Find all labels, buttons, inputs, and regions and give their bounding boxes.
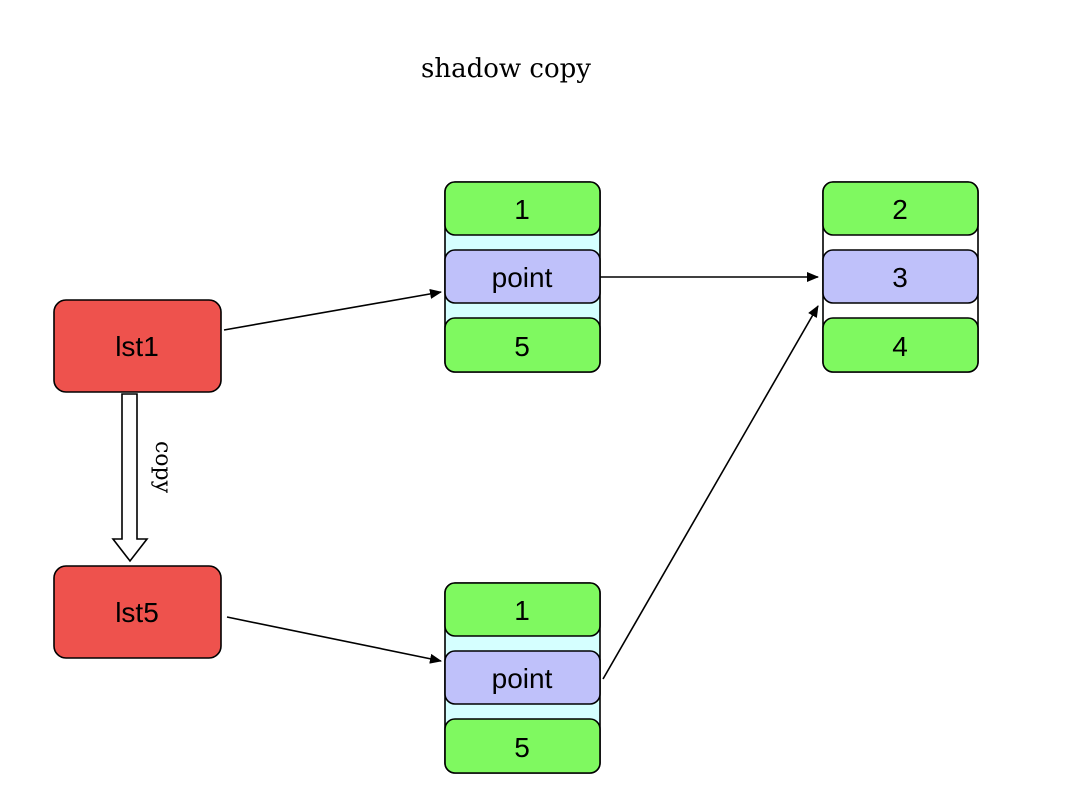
variable-lst1-box: [53, 299, 222, 393]
inner-list-cell-label: 3: [892, 262, 908, 293]
outer-list-b-cell-value: [444, 718, 601, 774]
variable-lst5-box: [53, 565, 222, 659]
outer-list-a: 1 point 5: [444, 181, 601, 373]
inner-list-cell-highlight: [822, 249, 979, 304]
outer-list-b-cell-label: point: [492, 663, 553, 694]
copy-arrow: [111, 393, 149, 563]
outer-list-a-cell-value: [444, 181, 601, 236]
inner-list-cell-value: [822, 317, 979, 373]
outer-list-b-cell-label: 5: [514, 732, 530, 763]
outer-list-b-cell-value: [444, 582, 601, 637]
outer-list-a-cell-value: [444, 317, 601, 373]
copy-label: copy: [150, 441, 175, 494]
variable-lst1-label: lst1: [115, 331, 159, 362]
variable-lst5: lst5: [53, 565, 222, 659]
outer-list-b-cell-label: 1: [514, 595, 530, 626]
variable-lst5-label: lst5: [115, 597, 159, 628]
outer-list-a-cell-pointer: [444, 249, 601, 304]
inner-list: 2 3 4: [822, 181, 979, 373]
outer-list-b-cell-pointer: [444, 650, 601, 705]
outer-list-a-cell-label: 1: [514, 194, 530, 225]
outer-list-b: 1 point 5: [444, 582, 601, 774]
inner-list-cell-label: 2: [892, 194, 908, 225]
inner-list-cell-value: [822, 181, 979, 236]
edge-lst5-to-list-b: [226, 616, 442, 664]
edges: copy: [111, 272, 819, 680]
outer-list-a-cell-label: point: [492, 262, 553, 293]
variable-lst1: lst1: [53, 299, 222, 393]
inner-list-cell-label: 4: [892, 331, 908, 362]
diagram-title: shadow copy: [421, 54, 591, 84]
outer-list-a-cell-label: 5: [514, 331, 530, 362]
edge-lst1-to-list-a: [223, 288, 442, 331]
edge-list-b-point-to-inner: [602, 305, 819, 680]
